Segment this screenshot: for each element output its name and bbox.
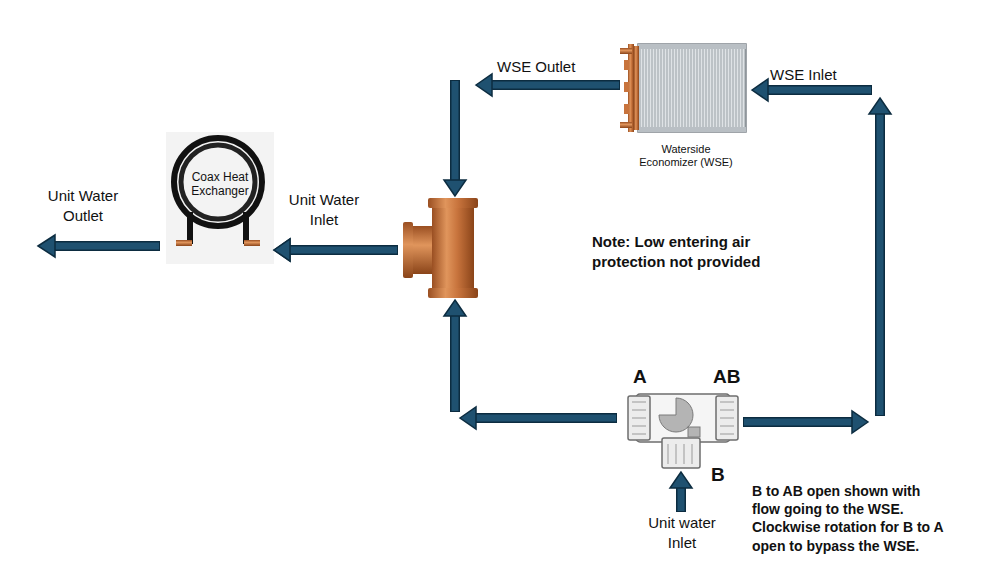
- wse-frame: [638, 44, 746, 49]
- flow-arrow-outline: [492, 80, 620, 90]
- flow-arrow-head: [460, 407, 476, 429]
- node-text: Coax Heat Exchanger: [185, 170, 255, 199]
- flow-arrow-head: [444, 180, 466, 196]
- wse-fins: [638, 44, 746, 132]
- outlet-arrow-head: [38, 235, 55, 257]
- inlet-arrow-shaft: [676, 487, 686, 512]
- flow-arrow-shaft: [476, 415, 616, 422]
- node-text: Waterside Economizer (WSE): [636, 143, 736, 169]
- flow-arrow-outline: [743, 417, 852, 427]
- tee-run: [432, 202, 474, 294]
- flow-arrow-outline: [290, 245, 398, 255]
- tee-rim: [428, 198, 478, 208]
- flow-arrow-shaft: [290, 247, 397, 254]
- connector-label: WSE Outlet: [497, 57, 587, 77]
- flow-arrow-outline: [450, 316, 460, 412]
- wse-frame: [638, 127, 746, 132]
- valve-stem: [688, 427, 700, 437]
- port-letter: A: [633, 366, 657, 389]
- coax-tube: [243, 212, 249, 244]
- port-label: Unit Water Outlet: [40, 186, 126, 225]
- flow-arrow-head: [752, 79, 768, 101]
- port-label: Unit Water Inlet: [281, 190, 367, 229]
- copper-stub: [244, 240, 260, 246]
- wse-elbow: [624, 60, 629, 70]
- port-letter: AB: [713, 366, 743, 389]
- connector-label: WSE Inlet: [770, 65, 860, 85]
- outlet-arrow-shaft: [54, 243, 159, 250]
- flow-arrow-head: [274, 239, 290, 261]
- coax-coil: [181, 145, 255, 219]
- port-label: Unit water Inlet: [640, 513, 724, 552]
- flow-arrow-head: [274, 239, 290, 261]
- flow-arrow-head: [852, 411, 868, 433]
- flow-arrow-head: [444, 300, 466, 316]
- flow-arrow-head: [476, 74, 492, 96]
- flow-arrow-outline: [768, 85, 872, 95]
- flow-arrow-shaft: [768, 87, 871, 94]
- inlet-arrow-shaft: [678, 487, 685, 511]
- tee-rim: [428, 288, 478, 298]
- wse-stub: [620, 122, 632, 128]
- inlet-arrow-head: [670, 472, 692, 488]
- flow-arrow-outline: [450, 80, 460, 180]
- note-text: B to AB open shown with flow going to th…: [752, 482, 948, 555]
- flow-arrow-outline: [476, 413, 617, 423]
- port-letter: B: [711, 464, 731, 487]
- flow-arrow-outline: [875, 114, 885, 416]
- flow-arrow-head: [869, 98, 891, 114]
- heat-exchanger: Coax Heat Exchanger: [166, 132, 274, 264]
- economizer-coil: Waterside Economizer (WSE): [620, 38, 752, 174]
- coax-tube: [187, 212, 193, 244]
- flow-arrow-shaft: [744, 419, 852, 426]
- flow-arrow-shaft: [452, 316, 459, 411]
- outlet-arrow-shaft: [54, 241, 160, 251]
- wse-header: [634, 46, 639, 130]
- flow-arrow-shaft: [877, 114, 884, 415]
- flow-arrow-shaft: [452, 81, 459, 180]
- flow-connector: [274, 74, 620, 261]
- flow-arrow-shaft: [290, 247, 397, 254]
- wse-elbow: [624, 82, 629, 92]
- note-text: Note: Low entering air protection not pr…: [592, 232, 797, 271]
- wse-stub: [620, 48, 632, 54]
- copper-stub: [176, 240, 192, 246]
- flow-connector: [274, 239, 617, 429]
- tee-rim: [403, 222, 413, 278]
- three-way-valve: A AB B: [625, 368, 743, 490]
- wse-elbow: [624, 104, 629, 114]
- flow-arrow-shaft: [492, 82, 619, 89]
- coax-backdrop: [166, 132, 274, 264]
- flow-arrow-outline: [290, 245, 398, 255]
- flow-connector: [743, 79, 891, 433]
